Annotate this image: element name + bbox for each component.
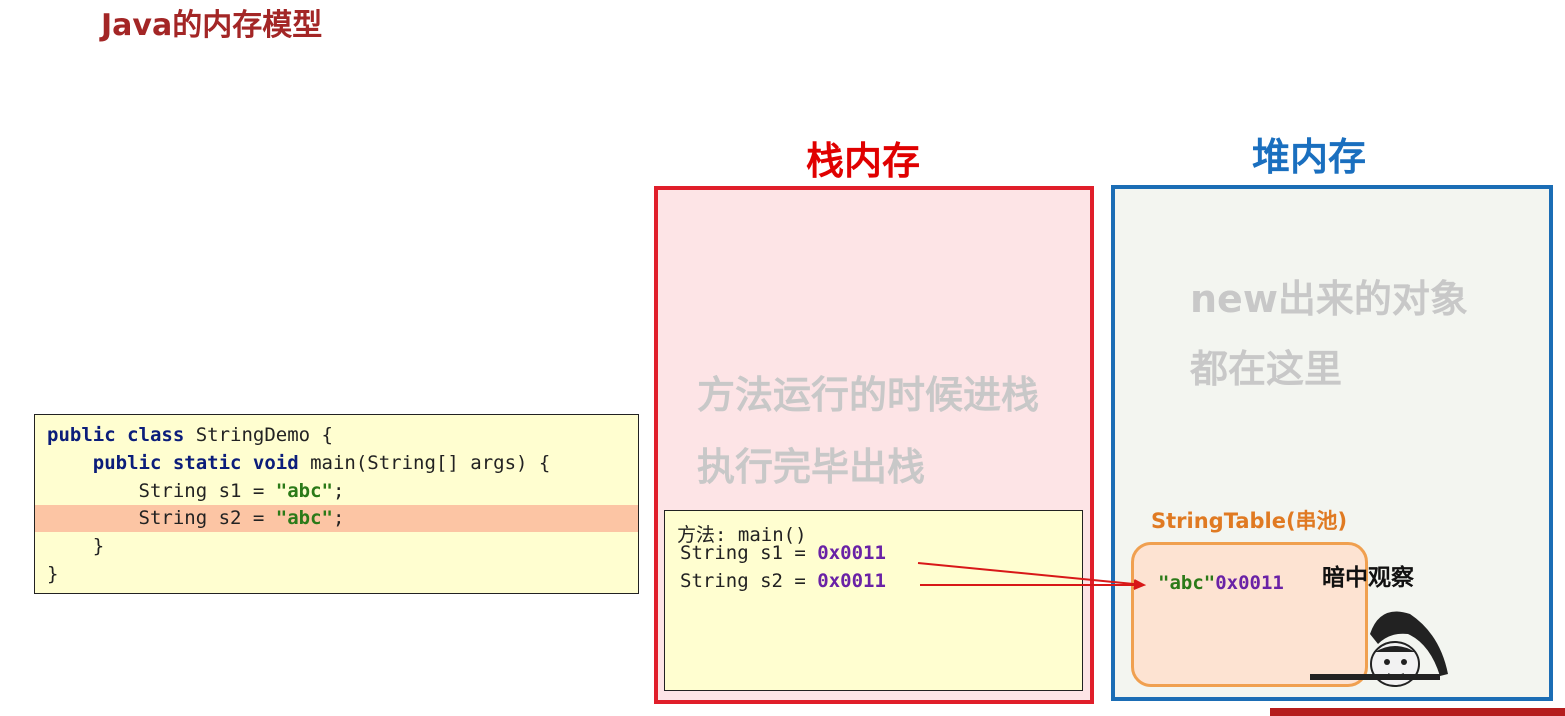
heap-memory-title: 堆内存 [1252,135,1367,179]
pool-entry-address: 0x0011 [1215,572,1284,594]
frame-var-decl: String s2 = [680,570,818,592]
heap-note-line-1: new出来的对象 [1190,277,1468,321]
string-table-label: StringTable(串池) [1151,509,1348,533]
heap-note-line-2: 都在这里 [1190,347,1343,391]
code-text: StringDemo { [184,424,333,446]
code-line-6: } [47,563,59,585]
string-pool-entry: "abc"0x0011 [1158,572,1284,594]
overlay-caption: 暗中观察 [1322,565,1414,591]
stack-memory-title: 栈内存 [806,139,921,183]
frame-var-s2: String s2 = 0x0011 [680,570,886,592]
frame-var-s1: String s1 = 0x0011 [680,542,886,564]
pool-entry-string: "abc" [1158,572,1216,594]
code-panel: public class StringDemo { public static … [34,414,639,594]
code-text: main(String[] args) { [298,452,551,474]
main-method-frame [664,510,1083,691]
code-line-4-highlighted: String s2 = "abc"; [35,505,638,532]
code-line-3: String s1 = "abc"; [35,478,638,505]
string-table-pool [1131,542,1368,687]
code-indent [47,452,93,474]
page-title: Java的内存模型 [101,8,323,43]
code-keyword: public class [47,424,185,446]
code-text: ; [332,507,345,529]
code-line-2: public static void main(String[] args) { [35,450,638,477]
frame-var-decl: String s1 = [680,542,818,564]
code-line-5: } [47,535,105,557]
code-text: String s1 = [47,480,276,502]
frame-var-address: 0x0011 [817,570,886,592]
code-text: String s2 = [47,507,276,529]
stack-note-line-1: 方法运行的时候进栈 [697,373,1040,417]
code-keyword: public static void [92,452,299,474]
frame-label: 方法: main() [677,524,807,546]
bottom-banner [1270,708,1565,716]
code-line-1: public class StringDemo { [35,422,638,449]
code-string-literal: "abc" [275,507,333,529]
stack-note-line-2: 执行完毕出栈 [697,445,926,489]
peeking-face-icon [1310,611,1448,687]
code-string-literal: "abc" [275,480,333,502]
frame-var-address: 0x0011 [817,542,886,564]
code-text: ; [332,480,345,502]
